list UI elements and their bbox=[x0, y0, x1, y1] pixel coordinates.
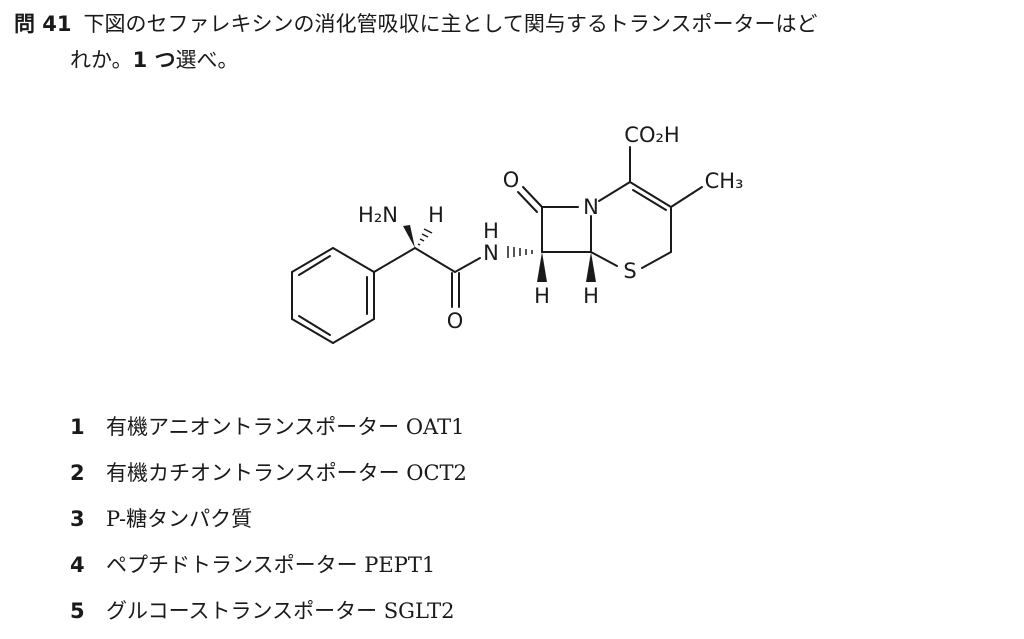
question-text-2b: 選べ。 bbox=[175, 48, 239, 72]
question-text-2a: れか。 bbox=[70, 48, 133, 72]
bond bbox=[291, 247, 334, 273]
option-number: 2 bbox=[70, 461, 85, 485]
ring-nitrogen-label: N bbox=[583, 195, 599, 219]
answer-option-2[interactable]: 2 有機カチオントランスポーター OCT2 bbox=[70, 450, 467, 496]
hash-bond bbox=[417, 228, 433, 246]
bond bbox=[641, 251, 672, 269]
answer-option-4[interactable]: 4 ペプチドトランスポーター PEPT1 bbox=[70, 542, 467, 588]
aromatic-inner-bond bbox=[298, 255, 331, 276]
cefalexin-structure: CO₂H CH₃ O N S H₂N H H N O H H bbox=[291, 123, 743, 344]
cooh-label: CO₂H bbox=[624, 123, 679, 147]
bond bbox=[590, 251, 618, 267]
option-text: グルコーストランスポーター SGLT2 bbox=[106, 599, 455, 623]
option-text: 有機アニオントランスポーター OAT1 bbox=[106, 415, 465, 439]
option-number: 1 bbox=[70, 415, 85, 439]
bond bbox=[291, 318, 334, 344]
option-text: ペプチドトランスポーター PEPT1 bbox=[106, 553, 436, 577]
amine-label: H₂N bbox=[358, 203, 398, 227]
answer-option-5[interactable]: 5 グルコーストランスポーター SGLT2 bbox=[70, 588, 467, 634]
bond bbox=[373, 247, 416, 273]
bond bbox=[670, 186, 703, 208]
aromatic-inner-bond bbox=[298, 315, 331, 336]
option-number: 5 bbox=[70, 599, 85, 623]
double-bond-inner bbox=[632, 189, 667, 211]
bond bbox=[414, 247, 456, 273]
bond-lines bbox=[291, 146, 703, 344]
carbonyl-bond bbox=[517, 191, 538, 213]
bond bbox=[454, 257, 481, 273]
bond bbox=[598, 181, 631, 202]
option-number: 4 bbox=[70, 553, 85, 577]
question-text-1: 下図のセファレキシンの消化管吸収に主として関与するトランスポーターはど bbox=[83, 12, 818, 36]
c6-hydrogen-label: H bbox=[583, 284, 599, 308]
hash-bond bbox=[507, 246, 533, 258]
option-number: 3 bbox=[70, 507, 85, 531]
wedge-bond bbox=[403, 225, 415, 248]
amide-oxygen-label: O bbox=[447, 309, 464, 333]
stereo-bonds bbox=[403, 225, 596, 282]
question-count: 1 つ bbox=[132, 48, 176, 72]
question-line-2: れか。1 つ選べ。 bbox=[14, 42, 1004, 78]
question-line-1: 問 41 下図のセファレキシンの消化管吸収に主として関与するトランスポーターはど bbox=[14, 6, 1004, 42]
amide-nitrogen-label: N bbox=[483, 241, 499, 265]
lactam-oxygen-label: O bbox=[503, 168, 520, 192]
wedge-bond bbox=[586, 252, 596, 282]
bond bbox=[629, 181, 672, 208]
bond bbox=[332, 247, 375, 273]
bond bbox=[332, 318, 375, 344]
c7-hydrogen-label: H bbox=[534, 284, 550, 308]
sulfur-label: S bbox=[623, 259, 636, 283]
carbonyl-bond bbox=[522, 186, 543, 208]
atom-labels: CO₂H CH₃ O N S H₂N H H N O H H bbox=[358, 123, 743, 333]
option-text: 有機カチオントランスポーター OCT2 bbox=[106, 461, 467, 485]
option-text: P-糖タンパク質 bbox=[106, 507, 253, 531]
answer-option-3[interactable]: 3 P-糖タンパク質 bbox=[70, 496, 467, 542]
wedge-bond bbox=[537, 252, 547, 282]
answer-options: 1 有機アニオントランスポーター OAT1 2 有機カチオントランスポーター OCT… bbox=[70, 404, 467, 634]
alpha-hydrogen-label: H bbox=[428, 203, 444, 227]
question-number: 問 41 bbox=[14, 12, 72, 36]
ch3-label: CH₃ bbox=[705, 169, 744, 193]
amide-hydrogen-label: H bbox=[483, 219, 499, 243]
answer-option-1[interactable]: 1 有機アニオントランスポーター OAT1 bbox=[70, 404, 467, 450]
